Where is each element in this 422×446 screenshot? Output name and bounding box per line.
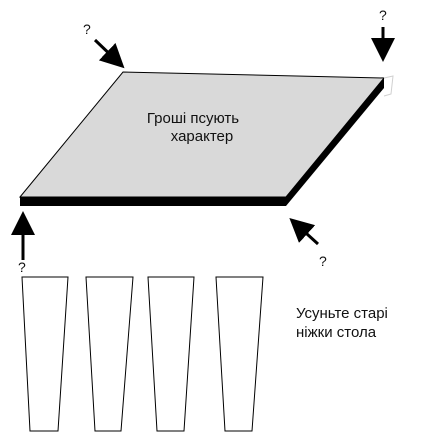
tabletop-front-edge <box>20 197 286 206</box>
table-leg <box>21 276 69 432</box>
question-mark-top-right: ? <box>379 7 387 23</box>
table-leg <box>215 276 264 432</box>
tabletop-corner-highlight <box>383 75 394 97</box>
legs-caption-line2: ніжки стола <box>296 324 377 341</box>
tabletop-side-edge <box>286 78 384 206</box>
arrow-icon <box>93 38 125 69</box>
table-leg <box>85 276 134 432</box>
question-mark-top-left: ? <box>83 21 91 37</box>
marker-bottom-left: ? <box>10 211 35 275</box>
question-mark-bottom-right: ? <box>319 253 327 269</box>
table-leg <box>147 276 195 432</box>
question-mark-bottom-left: ? <box>18 259 26 275</box>
legs <box>21 276 264 432</box>
arrow-icon <box>289 217 320 246</box>
marker-top-left: ? <box>83 21 125 69</box>
marker-bottom-right: ? <box>289 217 327 269</box>
tabletop-label-line1: Гроші псують <box>147 110 239 127</box>
legs-caption-line1: Усуньте старі <box>296 305 388 322</box>
tabletop: Гроші псують характер <box>18 71 394 206</box>
tabletop-label-line2: характер <box>171 128 233 145</box>
marker-top-right: ? <box>371 7 395 62</box>
